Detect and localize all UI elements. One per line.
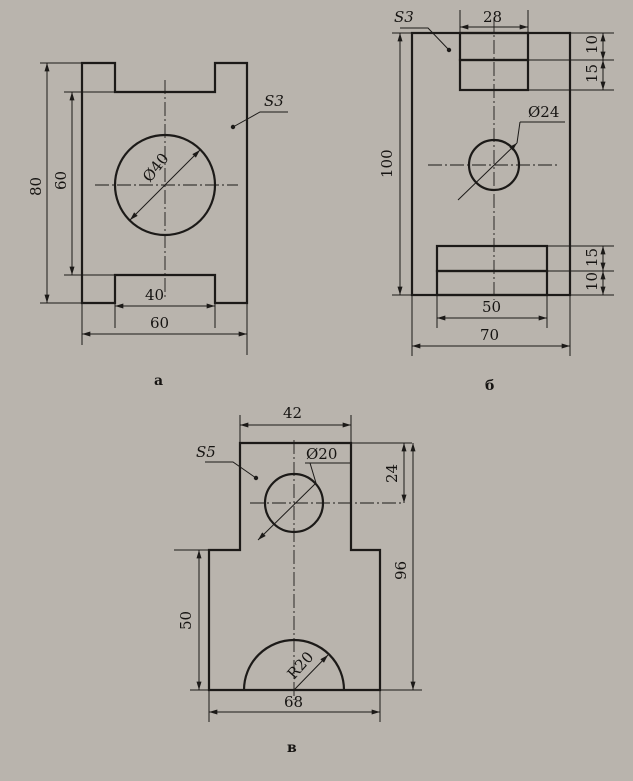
view-b-top10-label: 10 [583,35,601,54]
view-a-surface-label: S3 [264,92,284,110]
view-b-bottom-slot-1 [435,244,549,273]
view-b-diameter-label: Ø24 [528,103,559,121]
view-v-surface-leader [205,461,257,479]
view-v-width-label: 68 [284,693,303,711]
view-b-width-label: 70 [480,326,499,344]
view-b-bottom15-label: 15 [583,248,601,267]
view-a-height-inner-label: 60 [52,171,70,190]
view-v: S5 42 Ø20 24 96 50 R20 68 в [174,404,422,756]
view-b-height-label: 100 [378,149,396,178]
view-a-caption: а [154,373,163,389]
view-a-surface-leader [232,111,288,128]
view-a-diameter-line [129,149,201,221]
view-a-width-label: 60 [150,314,169,332]
view-v-diameter-line [257,482,317,541]
view-b-diameter-shelf [516,121,521,144]
view-v-hole-offset-label: 24 [383,464,401,483]
view-b-bottom-slot-2 [435,269,549,297]
view-v-caption: в [287,740,297,756]
view-b-surface-label: S3 [394,8,414,26]
view-a-slot-width-label: 40 [145,286,164,304]
view-v-radius-label: R20 [284,648,318,683]
view-b-inner-width-label: 50 [482,298,501,316]
view-b: S3 Ø24 28 10 15 15 10 100 50 [378,8,614,394]
view-b-top-width-label: 28 [483,8,502,26]
view-a: S3 Ø40 80 60 40 60 а [27,61,288,389]
view-v-height-label: 96 [392,561,410,580]
view-v-lower-height-label: 50 [177,611,195,630]
view-b-bottom10-label: 10 [583,272,601,291]
view-v-radius-line [293,654,329,691]
view-a-diameter-label: Ø40 [139,150,173,186]
view-b-diameter-line [457,142,518,201]
view-a-height-outer-label: 80 [27,177,45,196]
view-v-diameter-shelf [309,462,317,484]
view-v-surface-label: S5 [196,443,216,461]
view-a-outline [80,61,249,305]
view-v-outline [207,441,382,692]
view-b-surface-leader [400,27,450,51]
view-v-top-width-label: 42 [283,404,302,422]
view-b-caption: б [485,378,494,394]
view-b-top15-label: 15 [583,64,601,83]
view-v-diameter-label: Ø20 [306,445,337,463]
